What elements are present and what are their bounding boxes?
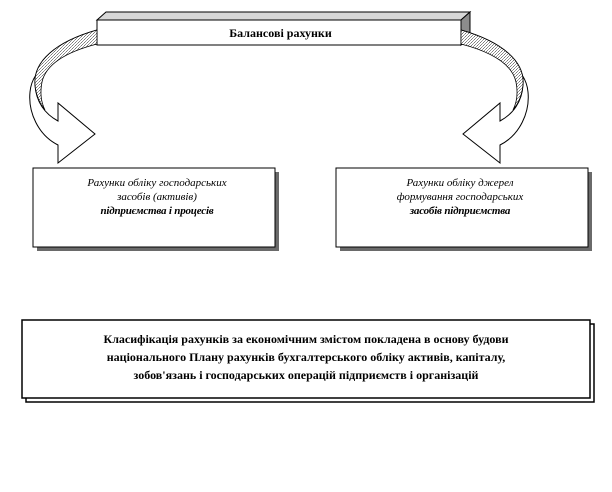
left-box-line-3: підприємства і процесів <box>100 205 214 217</box>
bottom-box-line-3: зобов'язань і господарських операцій під… <box>133 368 479 382</box>
bottom-box-line-1: Класифікація рахунків за економічним змі… <box>103 332 509 346</box>
left-box-line-1: Рахунки обліку господарських <box>87 177 227 189</box>
right-box-text: Рахунки обліку джерел формування господа… <box>340 176 580 218</box>
bottom-box-line-2: національного Плану рахунків бухгалтерсь… <box>106 350 506 364</box>
bottom-box <box>21 319 595 403</box>
left-box <box>32 167 279 251</box>
right-box-line-2: формування господарських <box>396 191 524 203</box>
top-box-label: Балансові рахунки <box>229 26 332 40</box>
right-curved-arrow-icon <box>460 29 529 165</box>
right-box-line-3: засобів підприємства <box>409 205 511 217</box>
left-curved-arrow-icon <box>29 29 98 165</box>
left-box-text: Рахунки обліку господарських засобів (ак… <box>42 176 272 218</box>
right-box <box>335 167 592 251</box>
bottom-box-text: Класифікація рахунків за економічним змі… <box>28 330 584 384</box>
left-box-line-2: засобів (активів) <box>117 191 197 203</box>
right-box-line-1: Рахунки обліку джерел <box>406 177 514 189</box>
